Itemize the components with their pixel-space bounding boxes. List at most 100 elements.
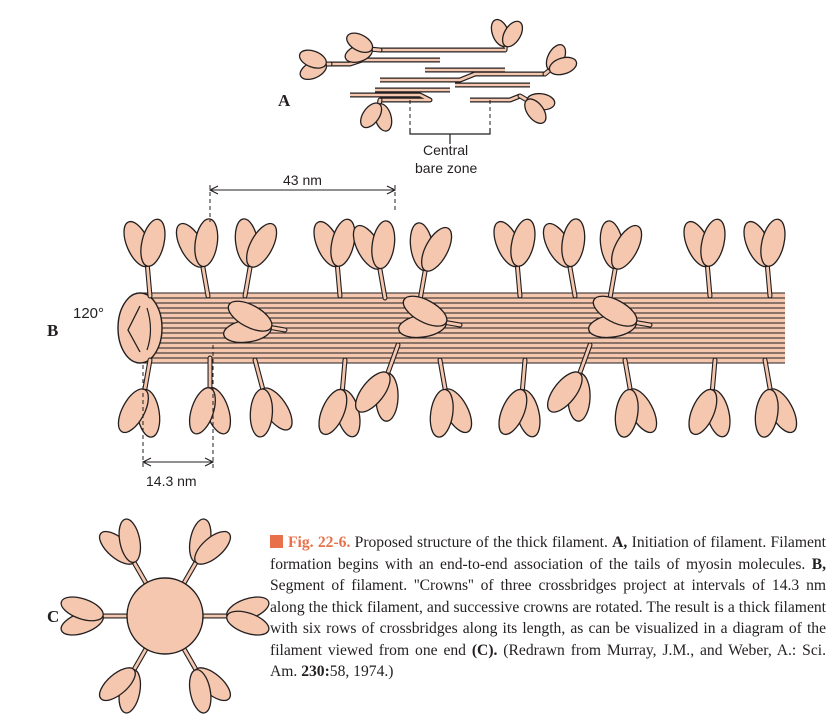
myosin-crossbridge xyxy=(546,342,593,422)
myosin-head xyxy=(546,371,583,413)
myosin-neck xyxy=(269,326,287,332)
panel-b-filament-segment xyxy=(117,185,798,468)
myosin-crossbridge xyxy=(354,342,401,422)
spacing-43nm-label: 43 nm xyxy=(283,172,322,188)
angle-arc xyxy=(146,307,152,351)
myosin-head xyxy=(60,596,104,622)
myosin-crossbridge xyxy=(318,357,361,438)
myosin-head xyxy=(249,388,274,438)
caption-bullet-square xyxy=(270,535,283,548)
myosin-head xyxy=(246,222,278,268)
myosin-crossbridge xyxy=(98,518,150,588)
panel-label-a: A xyxy=(278,91,291,110)
myosin-crossbridge xyxy=(429,357,473,438)
caption-text: Initiation of filament. Filament formati… xyxy=(270,534,826,573)
myosin-neck xyxy=(253,358,265,391)
myosin-neck xyxy=(418,269,427,302)
myosin-neck xyxy=(181,560,198,587)
myosin-head xyxy=(226,610,270,636)
myosin-crossbridge xyxy=(123,218,166,299)
myosin-head xyxy=(524,98,547,124)
myosin-neck xyxy=(386,343,400,375)
spacing-14nm-label: 14.3 nm xyxy=(146,473,197,489)
myosin-head xyxy=(498,388,528,436)
myosin-crossbridge xyxy=(599,220,643,301)
myosin-crossbridge xyxy=(175,218,219,299)
dimension-guide xyxy=(142,345,214,468)
caption-text: Proposed structure of the thick filament… xyxy=(350,534,613,551)
myosin-head xyxy=(371,220,396,270)
panel-label-c: C xyxy=(47,607,60,626)
myosin-crossbridge xyxy=(398,295,463,339)
caption-text: (Redrawn from Murray, J.M., and Weber, A… xyxy=(270,641,826,681)
myosin-crossbridge xyxy=(180,644,232,714)
myosin-crossbridge xyxy=(683,218,726,299)
myosin-crossbridge xyxy=(60,596,132,636)
myosin-head xyxy=(760,218,786,267)
myosin-head xyxy=(548,56,578,76)
myosin-head xyxy=(188,387,216,435)
myosin-neck xyxy=(578,343,592,375)
bare-zone-label-line2: bare zone xyxy=(415,160,478,176)
myosin-neck xyxy=(444,321,462,327)
myosin-crossbridge xyxy=(490,18,524,53)
myosin-crossbridge xyxy=(754,357,798,438)
myosin-neck xyxy=(763,358,772,391)
filament-cross-section xyxy=(126,577,204,655)
arrowhead xyxy=(141,457,152,467)
myosin-head xyxy=(360,102,383,129)
myosin-neck xyxy=(518,94,529,102)
myosin-neck xyxy=(623,358,632,391)
myosin-head xyxy=(140,218,166,267)
myosin-crossbridge xyxy=(614,357,658,438)
myosin-neck xyxy=(243,265,252,298)
myosin-head xyxy=(592,295,638,327)
myosin-tail xyxy=(470,94,521,102)
dimension-43nm xyxy=(208,185,397,195)
bare-zone-dashed-bound xyxy=(409,100,491,132)
crossbridges-back xyxy=(117,218,798,438)
myosin-neck xyxy=(520,358,527,392)
caption-ref-a: A, xyxy=(612,534,628,551)
myosin-neck xyxy=(145,264,152,298)
myosin-head xyxy=(754,388,779,438)
myosin-neck xyxy=(543,68,551,76)
myosin-head xyxy=(501,20,524,48)
myosin-neck xyxy=(340,358,347,392)
myosin-crossbridge xyxy=(188,355,232,435)
myosin-crossbridge xyxy=(249,357,293,438)
caption-volume: 230: xyxy=(301,663,330,680)
panel-c-end-view xyxy=(60,518,270,714)
myosin-crossbridge xyxy=(234,218,278,299)
arrowhead xyxy=(204,457,215,467)
myosin-head xyxy=(298,49,327,69)
myosin-crossbridge xyxy=(344,32,383,64)
myosin-crossbridge xyxy=(493,218,536,299)
myosin-head xyxy=(614,388,639,438)
dimension-14nm xyxy=(141,457,215,467)
figure-caption: Fig. 22-6. Proposed structure of the thi… xyxy=(270,532,826,683)
myosin-crossbridge xyxy=(498,357,541,438)
myosin-crossbridge xyxy=(198,596,270,636)
myosin-head xyxy=(330,218,356,267)
myosin-head xyxy=(700,218,726,267)
myosin-neck xyxy=(568,265,577,298)
arrowhead xyxy=(208,185,219,195)
myosin-tail xyxy=(350,93,432,102)
dimension-guide xyxy=(209,185,396,222)
myosin-head xyxy=(194,530,232,565)
myosin-crossbridge xyxy=(743,218,786,299)
myosin-head xyxy=(354,371,391,413)
caption-ref-b: B, xyxy=(811,555,826,573)
myosin-head xyxy=(510,218,536,267)
myosin-crossbridge xyxy=(313,218,356,299)
myosin-crossbridge xyxy=(588,295,653,339)
myosin-neck xyxy=(201,265,210,298)
myosin-head xyxy=(346,32,374,54)
filament-end-cap xyxy=(117,292,163,364)
caption-text: 58, 1974.) xyxy=(329,663,394,680)
myosin-neck xyxy=(143,358,152,391)
myosin-neck xyxy=(608,267,617,300)
myosin-neck xyxy=(370,47,382,52)
